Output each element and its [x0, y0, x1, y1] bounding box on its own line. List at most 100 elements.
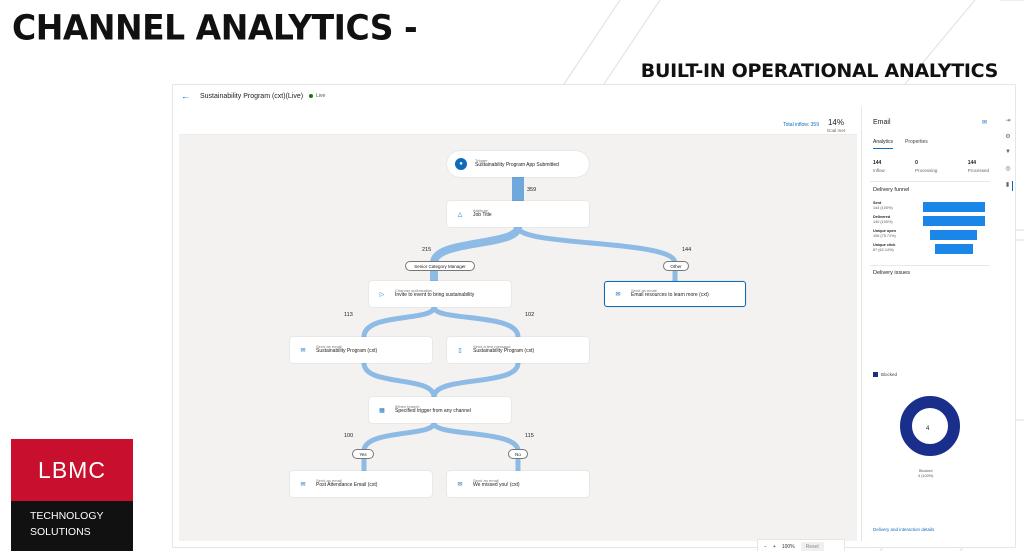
- total-inflow-link[interactable]: Total inflow: 359: [783, 122, 819, 128]
- logo-line-1: TECHNOLOGY: [30, 510, 104, 522]
- node-title: Sustainability Program (cxt): [473, 348, 535, 355]
- app-window: ← Sustainability Program (cxt)(Live) Liv…: [172, 84, 1017, 551]
- node-title: Specified trigger from any channel: [395, 408, 471, 415]
- email-icon: ✉: [981, 120, 987, 126]
- logo-tagline: TECHNOLOGY SOLUTIONS: [11, 501, 133, 551]
- panel-tabs: Analytics Properties: [873, 139, 940, 149]
- node-type-label: Trigger: [475, 157, 488, 163]
- yes-branch-count: 100: [344, 433, 354, 439]
- status-badge: Live: [316, 93, 326, 99]
- funnel-value: 106 (75.71%): [873, 233, 896, 238]
- node-type-label: Send an email: [316, 343, 342, 349]
- analytics-icon[interactable]: ▮: [1003, 181, 1013, 191]
- node-title: We missed you! (cxt): [473, 482, 520, 489]
- node-title: Sustainability Program App Submitted: [475, 162, 559, 169]
- reset-button[interactable]: Reset: [800, 542, 824, 551]
- collapse-icon[interactable]: ⇥: [1005, 118, 1011, 124]
- filter-icon[interactable]: ▼: [1005, 149, 1011, 155]
- node-type-label: Send an email: [316, 477, 342, 483]
- slide-subtitle: BUILT-IN OPERATIONAL ANALYTICS: [640, 60, 999, 82]
- branch-other[interactable]: Other: [663, 261, 689, 271]
- branch-icon: ▦: [379, 407, 385, 414]
- node-type-label: Send an email: [631, 287, 657, 293]
- funnel-bar: [923, 202, 985, 212]
- node-title: Email resources to learn more (cxt): [631, 292, 709, 299]
- node-title: Post Attendance Email (cxt): [316, 482, 378, 489]
- node-title: Sustainability Program (cxt): [316, 348, 378, 355]
- settings-icon[interactable]: ⚙: [1005, 134, 1011, 140]
- left-branch-count: 215: [422, 247, 432, 253]
- zoom-level: 100%: [781, 544, 795, 550]
- stat-value: 144: [873, 160, 882, 166]
- zoom-in-button[interactable]: +: [772, 544, 776, 550]
- tab-analytics[interactable]: Analytics: [873, 139, 894, 149]
- attribute-icon: △: [457, 211, 463, 218]
- donut-legend: Blocked: [873, 372, 897, 377]
- goal-percentage: 14%: [827, 118, 844, 127]
- goal-label: Goal met: [826, 128, 845, 133]
- email-icon: ✉: [300, 347, 306, 354]
- email-branch-count: 113: [344, 312, 353, 318]
- text-branch-count: 102: [525, 312, 535, 318]
- node-type-label: Send an email: [473, 477, 499, 483]
- no-branch-count: 115: [525, 433, 534, 439]
- node-type-label: Attribute: [473, 207, 488, 213]
- delivery-issues-donut: [900, 396, 960, 456]
- divider: [870, 265, 990, 266]
- divider: [870, 181, 990, 182]
- company-logo: LBMC TECHNOLOGY SOLUTIONS: [11, 439, 133, 551]
- donut-label-value: 4 (100%): [918, 473, 934, 478]
- stat-label: Processing: [915, 168, 938, 173]
- trigger-icon: ●: [455, 158, 467, 170]
- zoom-out-button[interactable]: −: [764, 544, 767, 550]
- email-icon: ✉: [300, 481, 306, 488]
- journey-canvas[interactable]: Total inflow: 359 14% Goal met: [179, 107, 857, 551]
- branch-senior-category-manager[interactable]: Senior Category Manager: [405, 261, 475, 271]
- donut-center-value: 4: [926, 426, 930, 432]
- delivery-details-link[interactable]: Delivery and interaction details: [873, 527, 935, 532]
- goal-icon[interactable]: ◎: [1005, 166, 1011, 172]
- stat-value: 144: [967, 160, 977, 166]
- text-message-icon: ▯: [458, 347, 462, 354]
- delivery-issues-title: Delivery issues: [873, 270, 910, 276]
- tab-properties[interactable]: Properties: [905, 139, 928, 145]
- funnel-bar: [935, 244, 973, 254]
- slide-title: CHANNEL ANALYTICS -: [12, 7, 418, 48]
- funnel-bar: [923, 216, 985, 226]
- email-icon: ✉: [615, 291, 621, 298]
- legend-label: Blocked: [881, 372, 898, 377]
- funnel-label: Sent: [873, 201, 882, 205]
- live-status-dot: [309, 94, 314, 98]
- legend-swatch: [873, 372, 878, 377]
- zoom-controls: − + 100% Reset: [757, 539, 845, 551]
- branch-yes[interactable]: Yes: [352, 449, 374, 459]
- funnel-label: Unique open: [873, 229, 896, 233]
- app-topbar: ← Sustainability Program (cxt)(Live) Liv…: [173, 85, 1017, 107]
- back-arrow-icon[interactable]: ←: [181, 91, 190, 101]
- canvas-header: Total inflow: 359 14% Goal met: [179, 107, 857, 135]
- funnel-bar: [930, 230, 977, 240]
- donut-ring: [900, 396, 960, 456]
- email-icon: ✉: [457, 481, 463, 488]
- logo-wordmark: LBMC: [11, 439, 133, 501]
- branch-no[interactable]: No: [508, 449, 528, 459]
- stat-label: Processed: [967, 168, 989, 173]
- delivery-funnel-title: Delivery funnel: [873, 187, 910, 193]
- stat-label: Inflow: [873, 168, 885, 173]
